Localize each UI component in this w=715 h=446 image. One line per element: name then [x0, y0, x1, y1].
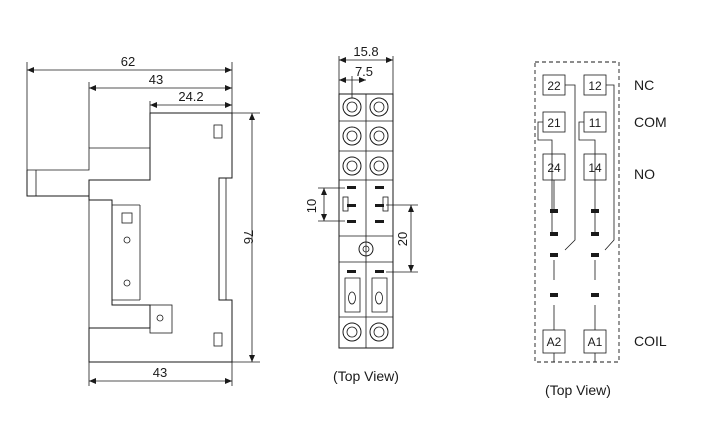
terminal-label: A2: [547, 335, 562, 349]
contact-slots: [347, 186, 384, 273]
top-view: 15.8 7.5 10 20 (Top View): [304, 44, 418, 384]
terminal-box: [583, 329, 607, 354]
latch-icon: [213, 124, 223, 139]
terminal-label: 11: [589, 116, 602, 130]
schematic-border: [534, 61, 620, 363]
label-coil: COIL: [634, 333, 667, 349]
label-com: COM: [634, 114, 667, 130]
side-view-inner-step: [27, 113, 151, 171]
terminal-screws: [342, 97, 389, 342]
contact-marks: [550, 209, 599, 297]
dim-mid-width: 43: [149, 72, 163, 87]
dim-top-width: 24.2: [178, 89, 203, 104]
hole-icon: [123, 279, 131, 287]
dim-top-view-pitch-large: 20: [395, 232, 410, 246]
terminal-label: 22: [547, 79, 561, 93]
terminal-label: 21: [547, 116, 561, 130]
schematic: 22 12 21 11 24 14 A2 A1 NC COM NO COIL (…: [534, 61, 667, 398]
terminal-label: 24: [547, 161, 561, 175]
dim-top-view-half-width: 7.5: [355, 64, 373, 79]
top-view-caption: (Top View): [333, 368, 399, 384]
terminal-label: A1: [588, 335, 603, 349]
dim-height: 76: [241, 230, 256, 244]
schematic-caption: (Top View): [545, 382, 611, 398]
label-no: NO: [634, 166, 655, 182]
side-view: 62 43 24.2 76 43: [26, 54, 260, 386]
dim-overall-width: 62: [121, 54, 135, 69]
terminal-box: [542, 329, 566, 354]
center-post-icon: [358, 241, 374, 257]
slot-icon: [121, 212, 133, 224]
latch-icon: [213, 332, 223, 347]
hole-icon: [123, 236, 131, 244]
dim-bottom-width: 43: [153, 365, 167, 380]
side-view-outline: [26, 112, 233, 363]
screw-icon: [156, 314, 164, 322]
dim-top-view-pitch-small: 10: [304, 199, 319, 213]
wiring: [537, 84, 615, 362]
terminal-label: 12: [588, 79, 602, 93]
label-nc: NC: [634, 77, 654, 93]
dim-top-view-width: 15.8: [353, 44, 378, 59]
